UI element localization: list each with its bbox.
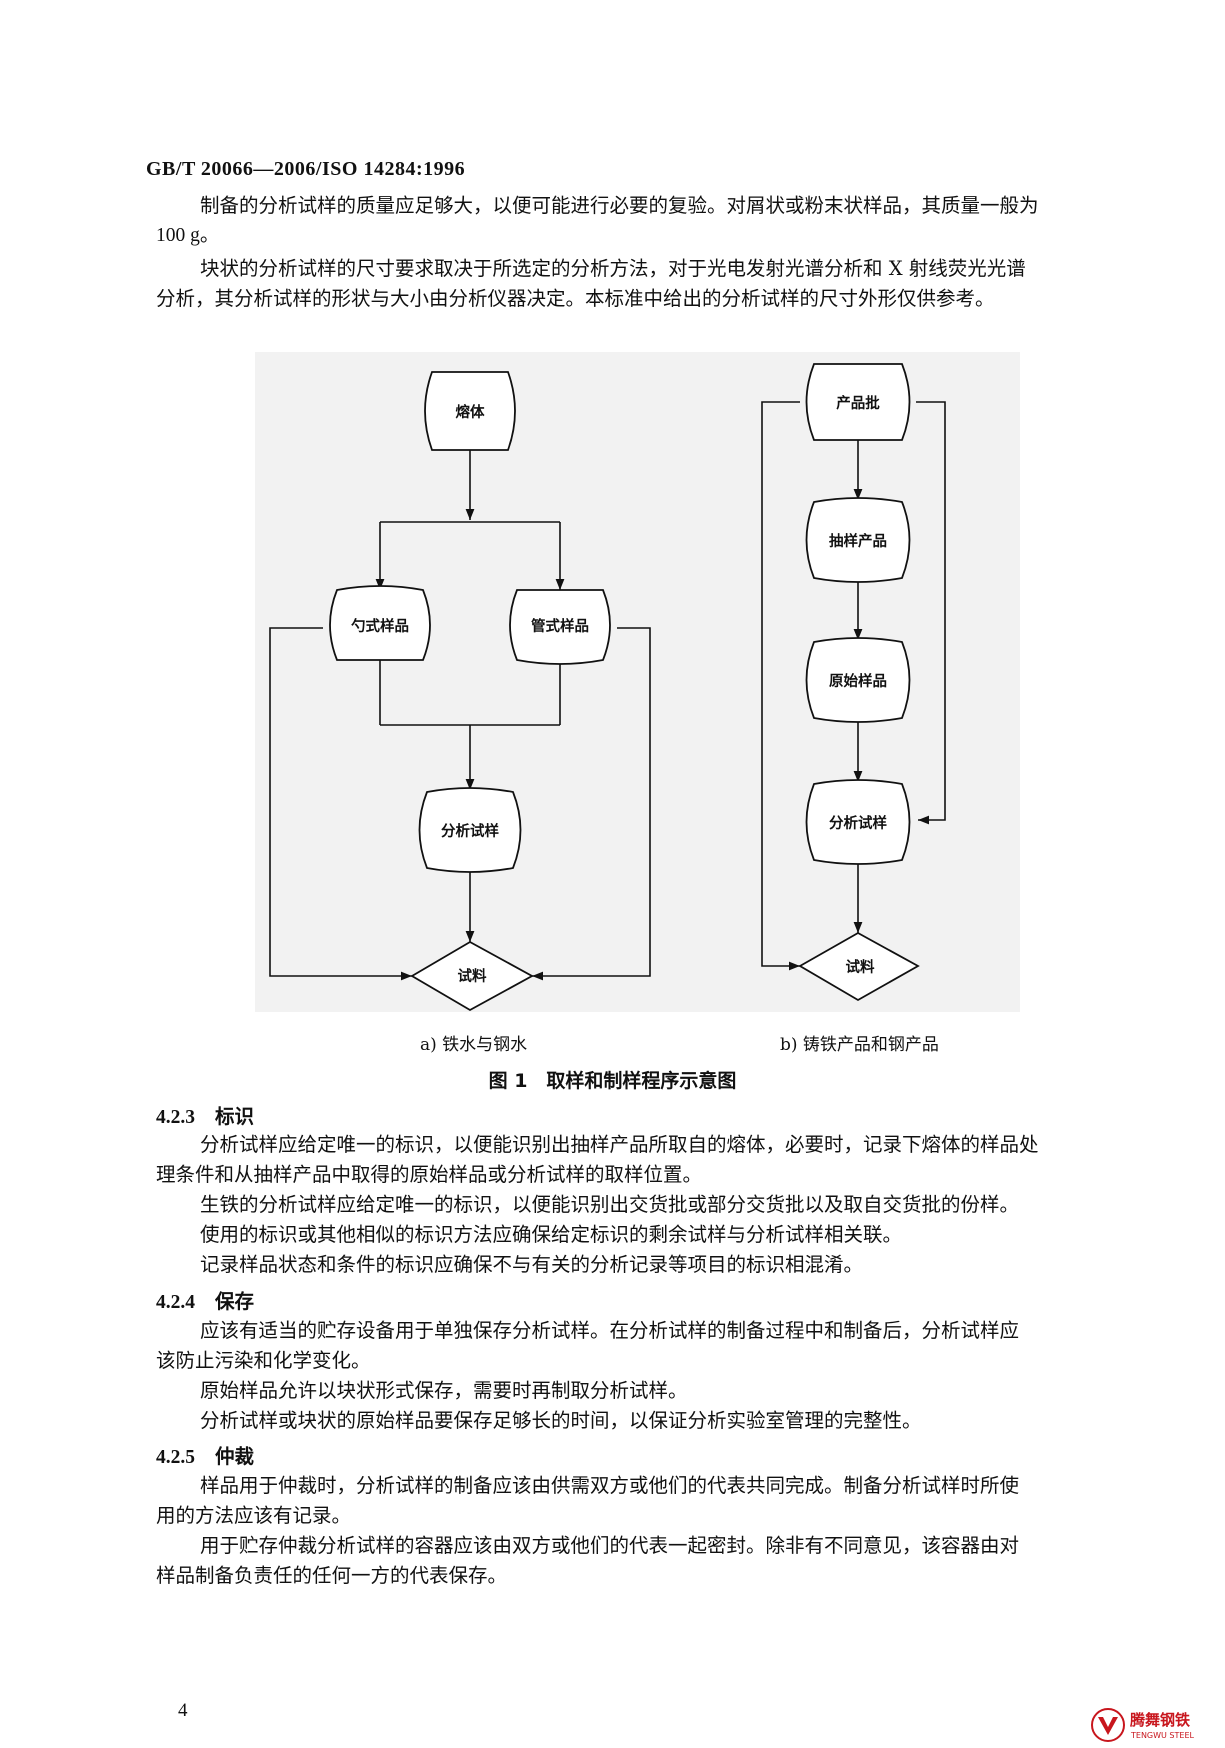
node-sampled-product-label: 抽样产品 (829, 532, 887, 550)
text-line: 100 g。 (156, 225, 220, 246)
page-number: 4 (178, 1700, 188, 1721)
node-analysis-sample-b-shape (805, 779, 911, 865)
watermark-en: TENGWU STEEL (1130, 1731, 1195, 1740)
text-line: 该防止污染和化学变化。 (156, 1349, 371, 1372)
node-product-lot-shape (805, 363, 911, 441)
node-sampled-product-shape (805, 497, 911, 583)
section-number: 4.2.5 (156, 1447, 195, 1468)
flowchart-figure: 熔体 勺式样品 管式样品 分析试样 试料 产品批 抽样产品 原始样品 分析试样 … (269, 363, 946, 1012)
subcaption-a: a) 铁水与钢水 (420, 1035, 528, 1055)
node-test-portion-b-label: 试料 (846, 958, 875, 976)
node-melt-label: 熔体 (456, 403, 485, 421)
text-line: 原始样品允许以块状形式保存，需要时再制取分析试样。 (200, 1379, 688, 1402)
section-heading-4-2-3: 4.2.3 标识 (156, 1100, 254, 1129)
section-4-2-5-body: 样品用于仲裁时，分析试样的制备应该由供需双方或他们的代表共同完成。制备分析试样时… (156, 1471, 1121, 1591)
node-original-sample-label: 原始样品 (829, 672, 887, 690)
text-line: 分析，其分析试样的形状与大小由分析仪器决定。本标准中给出的分析试样的尺寸外形仅供… (156, 287, 995, 310)
text-line: 生铁的分析试样应给定唯一的标识，以便能识别出交货批或部分交货批以及取自交货批的份… (200, 1193, 1020, 1216)
node-analysis-sample-b-label: 分析试样 (829, 814, 887, 832)
text-line: 理条件和从抽样产品中取得的原始样品或分析试样的取样位置。 (156, 1163, 703, 1186)
intro-paragraph-1: 制备的分析试样的质量应足够大，以便可能进行必要的复验。对屑状或粉末状样品，其质量… (156, 191, 1121, 251)
text-line: 样品制备负责任的任何一方的代表保存。 (156, 1564, 508, 1587)
diagram-a-edges (269, 450, 651, 981)
subcaption-b: b) 铸铁产品和钢产品 (780, 1035, 939, 1055)
node-melt-shape (424, 371, 516, 451)
section-title: 仲裁 (215, 1445, 255, 1468)
node-analysis-sample-a-label: 分析试样 (441, 822, 499, 840)
node-test-portion-a-label: 试料 (458, 967, 487, 985)
watermark-cn: 腾舞钢铁 (1129, 1711, 1190, 1729)
section-heading-4-2-5: 4.2.5 仲裁 (156, 1440, 254, 1469)
text-line: 制备的分析试样的质量应足够大，以便可能进行必要的复验。对屑状或粉末状样品，其质量… (200, 194, 1039, 217)
figure-caption: 图 1 取样和制样程序示意图 (488, 1070, 737, 1092)
node-test-portion-a-shape (410, 940, 534, 1012)
text-line: 记录样品状态和条件的标识应确保不与有关的分析记录等项目的标识相混淆。 (200, 1253, 864, 1276)
section-4-2-4-body: 应该有适当的贮存设备用于单独保存分析试样。在分析试样的制备过程中和制备后，分析试… (156, 1316, 1121, 1436)
watermark-logo: 腾舞钢铁 TENGWU STEEL (1090, 1705, 1225, 1744)
text-line: 分析试样或块状的原始样品要保存足够长的时间，以保证分析实验室管理的完整性。 (200, 1409, 922, 1432)
text-line: 使用的标识或其他相似的标识方法应确保给定标识的剩余试样与分析试样相关联。 (200, 1223, 903, 1246)
node-tube-sample-label: 管式样品 (531, 617, 589, 635)
text-line: 用的方法应该有记录。 (156, 1504, 352, 1527)
text-line: 用于贮存仲裁分析试样的容器应该由双方或他们的代表一起密封。除非有不同意见，该容器… (200, 1534, 1020, 1557)
node-analysis-sample-a-shape (418, 787, 522, 873)
section-title: 标识 (215, 1105, 255, 1128)
section-4-2-3-body: 分析试样应给定唯一的标识，以便能识别出抽样产品所取自的熔体，必要时，记录下熔体的… (156, 1130, 1121, 1280)
section-title: 保存 (215, 1290, 255, 1313)
node-test-portion-b-shape (798, 931, 920, 1002)
section-number: 4.2.3 (156, 1107, 195, 1128)
diagram-b-edges (761, 401, 946, 971)
section-number: 4.2.4 (156, 1292, 195, 1313)
text-line: 样品用于仲裁时，分析试样的制备应该由供需双方或他们的代表共同完成。制备分析试样时… (200, 1474, 1020, 1497)
intro-paragraph-2: 块状的分析试样的尺寸要求取决于所选定的分析方法，对于光电发射光谱分析和 X 射线… (156, 254, 1121, 314)
standard-header: GB/T 20066—2006/ISO 14284:1996 (146, 158, 466, 180)
node-product-lot-label: 产品批 (836, 394, 880, 412)
node-original-sample-shape (805, 637, 911, 723)
section-heading-4-2-4: 4.2.4 保存 (156, 1285, 254, 1314)
text-line: 分析试样应给定唯一的标识，以便能识别出抽样产品所取自的熔体，必要时，记录下熔体的… (200, 1133, 1039, 1156)
node-tube-sample-shape (509, 589, 611, 665)
logo-mark-icon: 腾舞钢铁 TENGWU STEEL (1091, 1708, 1195, 1742)
text-line: 块状的分析试样的尺寸要求取决于所选定的分析方法，对于光电发射光谱分析和 X 射线… (200, 257, 1026, 280)
node-spoon-sample-shape (329, 585, 431, 661)
text-line: 应该有适当的贮存设备用于单独保存分析试样。在分析试样的制备过程中和制备后，分析试… (200, 1319, 1020, 1342)
node-spoon-sample-label: 勺式样品 (351, 617, 409, 635)
